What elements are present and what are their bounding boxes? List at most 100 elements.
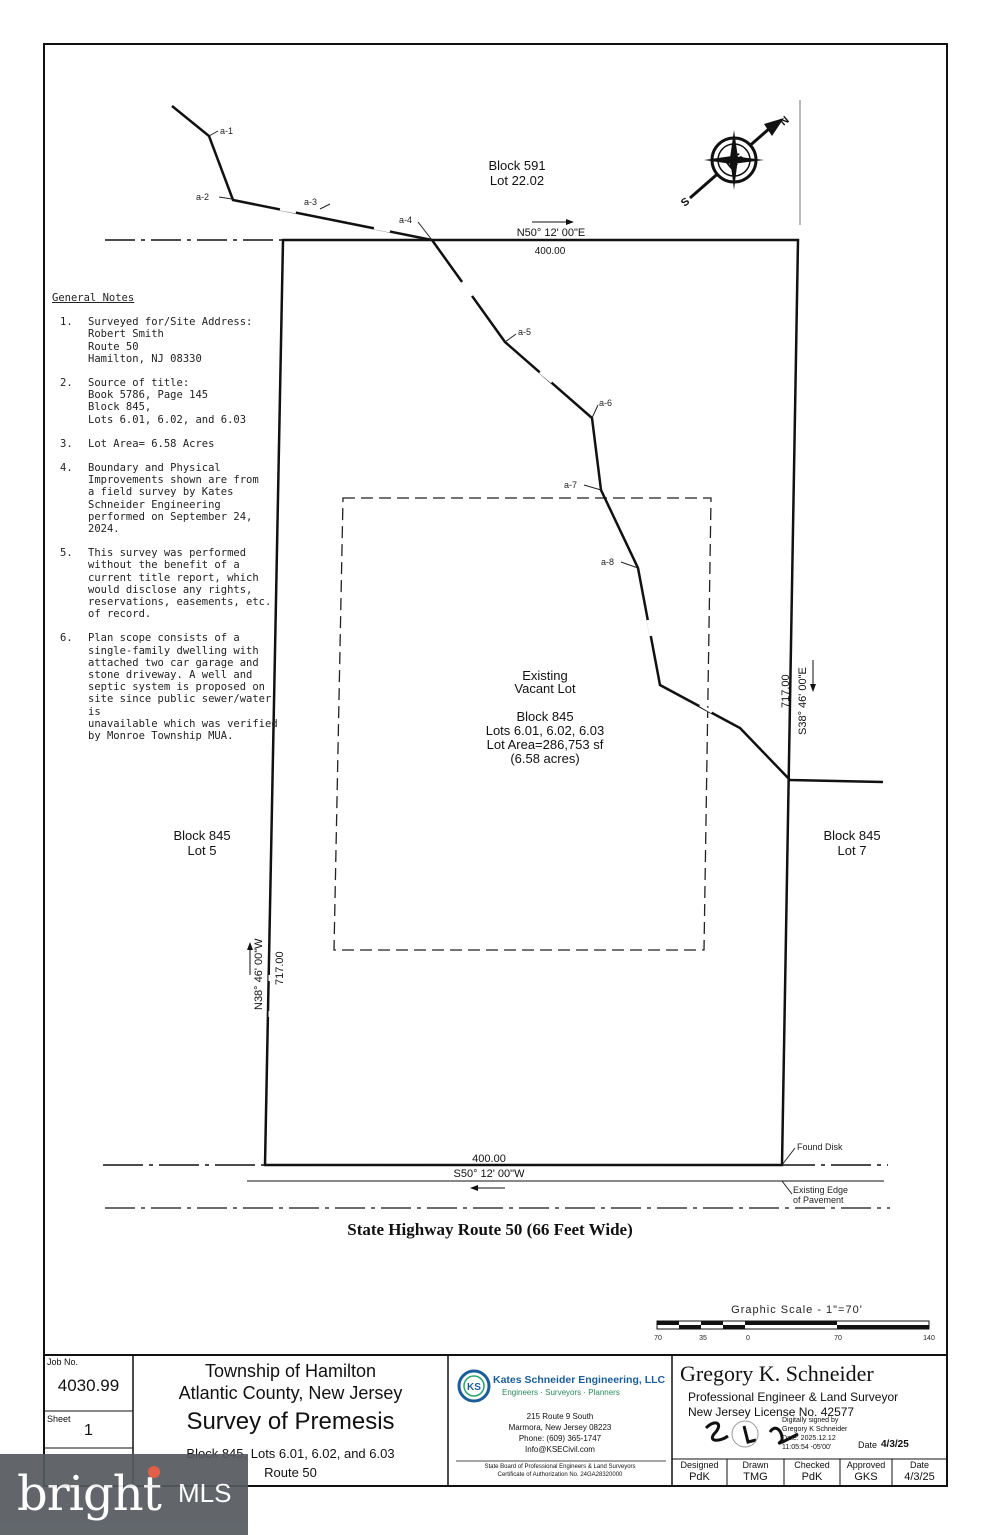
note-item: 3.Lot Area= 6.58 Acres	[60, 437, 215, 450]
route-line: Route 50	[264, 1465, 317, 1480]
digital-signature-3: Date: 2025.12.12	[782, 1435, 836, 1442]
role-label-designed: Designed	[680, 1460, 719, 1470]
stream-labels: a-1 a-2 a-3 a-4 a-5 a-6 a-7 a-8	[196, 126, 639, 569]
edge-pavement-label-2: of Pavement	[793, 1195, 844, 1205]
role-value-checked: PdK	[801, 1471, 823, 1483]
bearing-west: N38° 46' 00"W	[253, 938, 265, 1010]
firm-email: Info@KSECivil.com	[525, 1445, 595, 1454]
north-letter: N	[778, 114, 792, 128]
watermark-word: bright	[17, 1466, 162, 1522]
sheet-label: Sheet	[47, 1414, 71, 1424]
firm-address-1: 215 Route 9 South	[526, 1412, 594, 1421]
signature-mark	[704, 1420, 799, 1448]
graphic-scale	[656, 1320, 930, 1330]
notes-heading: General Notes	[52, 292, 135, 304]
block-north: Block 591	[488, 158, 545, 173]
firm-address-2: Marmora, New Jersey 08223	[508, 1423, 612, 1432]
title-block-frame	[44, 1354, 947, 1486]
township-name: Township of Hamilton	[204, 1361, 377, 1381]
center-line-5: Lot Area=286,753 sf	[487, 737, 604, 752]
note-item: 5.This survey was performed without the …	[60, 547, 272, 621]
firm-phone: Phone: (609) 365-1747	[518, 1434, 602, 1443]
stream-label-a6: a-6	[599, 398, 612, 408]
scale-tick-4: 140	[923, 1335, 935, 1342]
firm-logo-text: KS	[467, 1382, 481, 1393]
notes-list: 1.Surveyed for/Site Address: Robert Smit…	[52, 316, 284, 742]
road-label: State Highway Route 50 (66 Feet Wide)	[347, 1220, 633, 1239]
stream-line	[171, 105, 884, 784]
property-boundary	[263, 238, 800, 1167]
lot-north: Lot 22.02	[490, 173, 544, 188]
stream-label-a1: a-1	[220, 126, 233, 136]
block-east: Block 845	[823, 828, 880, 843]
sign-date-value: 4/3/25	[881, 1439, 909, 1450]
note-item: 1.Surveyed for/Site Address: Robert Smit…	[60, 316, 253, 365]
center-line-1: Existing	[522, 668, 568, 683]
block-west: Block 845	[173, 828, 230, 843]
role-value-approved: GKS	[854, 1471, 878, 1483]
building-envelope	[333, 497, 712, 951]
engineer-license: New Jersey License No. 42577	[688, 1405, 855, 1419]
north-arrow-icon: KS N S	[679, 114, 792, 209]
distance-west: 717.00	[274, 951, 286, 985]
job-label: Job No.	[47, 1357, 79, 1367]
center-lot-label: Existing Vacant Lot Block 845 Lots 6.01,…	[486, 668, 605, 766]
scale-tick-1: 35	[699, 1335, 707, 1342]
bearing-south: S50° 12' 00"W	[454, 1168, 526, 1180]
engineer-name: Gregory K. Schneider	[680, 1361, 874, 1386]
note-item: 2.Source of title: Book 5786, Page 145 B…	[60, 377, 247, 426]
role-value-drawn: TMG	[743, 1471, 768, 1483]
survey-title: Survey of Premesis	[186, 1408, 395, 1435]
digital-signature-4: 11:05:54 -05'00'	[782, 1444, 832, 1451]
sheet-border	[43, 43, 948, 1487]
stream-label-a7: a-7	[564, 480, 577, 490]
note-item: 4.Boundary and Physical Improvements sho…	[60, 462, 259, 536]
stream-label-a3: a-3	[304, 197, 317, 207]
role-label-checked: Checked	[794, 1460, 830, 1470]
job-number: 4030.99	[57, 1376, 120, 1395]
board-line-2: Certificate of Authorization No. 24GA283…	[497, 1472, 623, 1478]
general-notes: General Notes 1.Surveyed for/Site Addres…	[52, 292, 284, 754]
stream-label-a5: a-5	[518, 327, 531, 337]
engineer-title: Professional Engineer & Land Surveyor	[688, 1390, 899, 1404]
stream-label-a4: a-4	[399, 215, 412, 225]
stream-label-a8: a-8	[601, 557, 614, 567]
distance-north: 400.00	[535, 246, 566, 257]
watermark-suffix: MLS	[178, 1478, 232, 1508]
lot-west: Lot 5	[188, 843, 217, 858]
role-value-designed: PdK	[689, 1471, 710, 1483]
scale-tick-0: 70	[654, 1335, 662, 1342]
scale-title: Graphic Scale - 1"=70'	[731, 1304, 863, 1316]
found-disk-label: Found Disk	[797, 1142, 843, 1152]
digital-signature-2: Gregory K Schneider	[782, 1426, 848, 1433]
center-line-3: Block 845	[516, 709, 573, 724]
center-line-4: Lots 6.01, 6.02, 6.03	[486, 723, 605, 738]
role-label-date: Date	[909, 1460, 929, 1470]
center-line-2: Vacant Lot	[514, 681, 576, 696]
firm-logo-icon: KS	[457, 1369, 491, 1403]
edge-pavement-label-1: Existing Edge	[793, 1185, 848, 1195]
bearing-east: S38° 46' 00"E	[797, 667, 809, 735]
stream-label-a2: a-2	[196, 192, 209, 202]
note-item: 6.Plan scope consists of a single-family…	[60, 632, 278, 743]
firm-tagline: Engineers · Surveyors · Planners	[502, 1388, 620, 1397]
bearing-north: N50° 12' 00"E	[517, 227, 586, 239]
watermark-dot-icon	[148, 1466, 160, 1478]
scale-tick-2: 0	[746, 1335, 750, 1342]
center-line-6: (6.58 acres)	[510, 751, 579, 766]
firm-name: Kates Schneider Engineering, LLC	[493, 1374, 666, 1386]
county-name: Atlantic County, New Jersey	[178, 1383, 403, 1403]
sign-date-label: Date	[858, 1440, 878, 1450]
role-label-approved: Approved	[846, 1460, 886, 1470]
distance-east: 717.00	[780, 674, 792, 708]
scale-tick-3: 70	[834, 1335, 842, 1342]
lot-east: Lot 7	[838, 843, 867, 858]
distance-south: 400.00	[472, 1153, 506, 1165]
sheet-number: 1	[84, 1422, 93, 1439]
role-label-drawn: Drawn	[742, 1460, 769, 1470]
bright-mls-watermark: bright MLS	[0, 1454, 248, 1535]
role-value-date: 4/3/25	[904, 1471, 935, 1483]
board-line-1: State Board of Professional Engineers & …	[484, 1464, 636, 1470]
digital-signature-1: Digitally signed by	[782, 1417, 839, 1424]
